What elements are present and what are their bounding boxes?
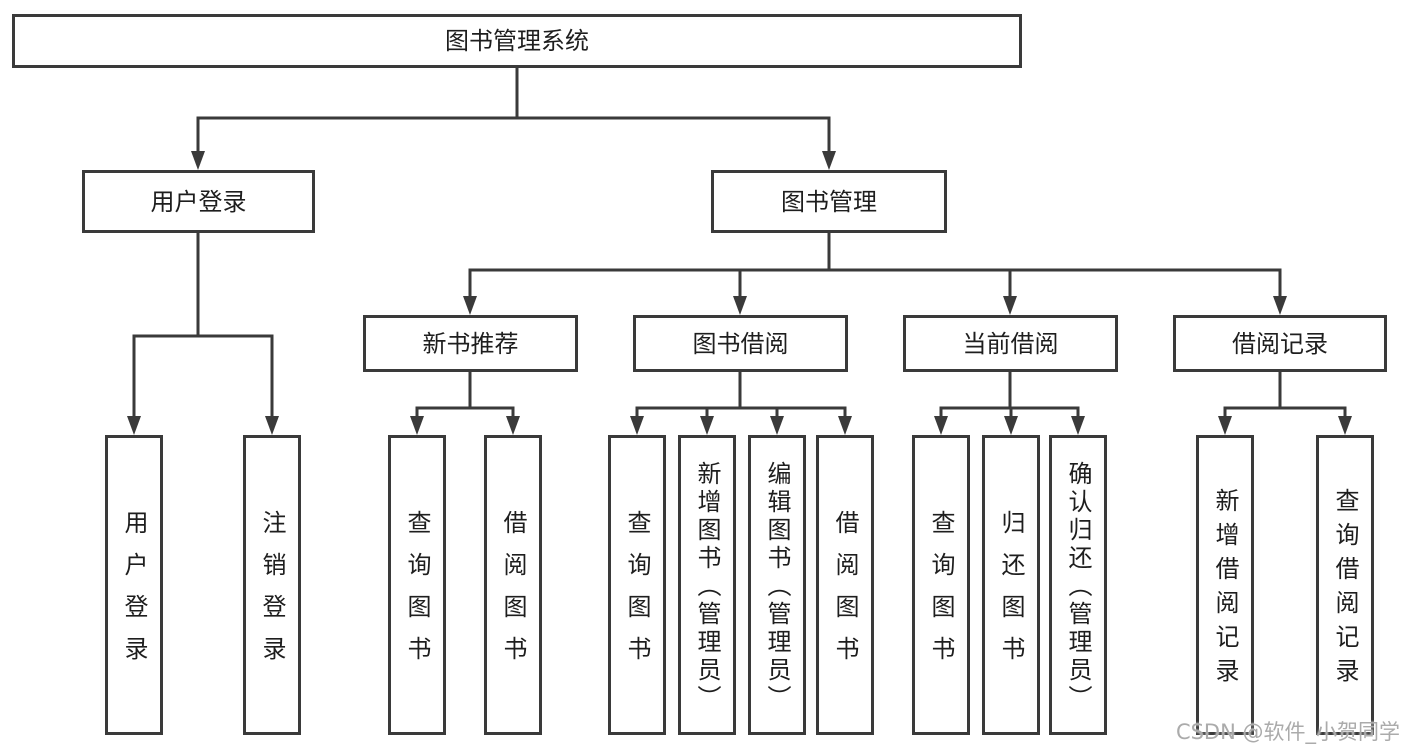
- leaf-label: 查询图书: [623, 510, 651, 678]
- leaf-label: 用户登录: [120, 510, 148, 678]
- leaf-label: 确认归还（管理员）: [1064, 461, 1092, 713]
- node-current-borrow: 当前借阅: [903, 315, 1118, 372]
- leaf-bb-query-books: 查询图书: [608, 435, 666, 735]
- leaf-bb-add-books-admin: 新增图书（管理员）: [678, 435, 736, 735]
- leaf-cb-query-books: 查询图书: [912, 435, 970, 735]
- connector-root-to-level2: [191, 66, 836, 170]
- leaf-user-login: 用户登录: [105, 435, 163, 735]
- node-borrow-record: 借阅记录: [1173, 315, 1387, 372]
- connector-book-mgmt-to-level3: [463, 231, 1287, 315]
- csdn-watermark: CSDN @软件_小贺同学: [1175, 720, 1400, 744]
- leaf-label: 查询借阅记录: [1331, 488, 1359, 692]
- node-book-borrow: 图书借阅: [633, 315, 848, 372]
- leaf-br-add-record: 新增借阅记录: [1196, 435, 1254, 735]
- leaf-label: 借阅图书: [831, 510, 859, 678]
- leaf-br-query-record: 查询借阅记录: [1316, 435, 1374, 735]
- leaf-bb-borrow-books: 借阅图书: [816, 435, 874, 735]
- leaf-label: 借阅图书: [499, 510, 527, 678]
- leaf-cb-return-books: 归还图书: [982, 435, 1040, 735]
- leaf-label: 查询图书: [403, 510, 431, 678]
- leaf-label: 新增借阅记录: [1211, 488, 1239, 692]
- connector-book-borrow-to-leaves: [630, 370, 852, 435]
- leaf-label: 查询图书: [927, 510, 955, 678]
- node-user-login: 用户登录: [82, 170, 315, 233]
- leaf-cb-confirm-return-admin: 确认归还（管理员）: [1049, 435, 1107, 735]
- node-new-book-recommend: 新书推荐: [363, 315, 578, 372]
- leaf-label: 编辑图书（管理员）: [763, 461, 791, 713]
- leaf-nbr-query-books: 查询图书: [388, 435, 446, 735]
- node-book-management: 图书管理: [711, 170, 947, 233]
- leaf-label: 归还图书: [997, 510, 1025, 678]
- node-root-system: 图书管理系统: [12, 14, 1022, 68]
- leaf-label: 注销登录: [258, 510, 286, 678]
- connector-borrow-record-to-leaves: [1218, 370, 1352, 435]
- connector-user-login-to-leaves: [127, 231, 279, 435]
- connector-new-book-rec-to-leaves: [410, 370, 520, 435]
- leaf-label: 新增图书（管理员）: [693, 461, 721, 713]
- connector-current-borrow-to-leaves: [934, 370, 1085, 435]
- leaf-nbr-borrow-books: 借阅图书: [484, 435, 542, 735]
- leaf-logout: 注销登录: [243, 435, 301, 735]
- leaf-bb-edit-books-admin: 编辑图书（管理员）: [748, 435, 806, 735]
